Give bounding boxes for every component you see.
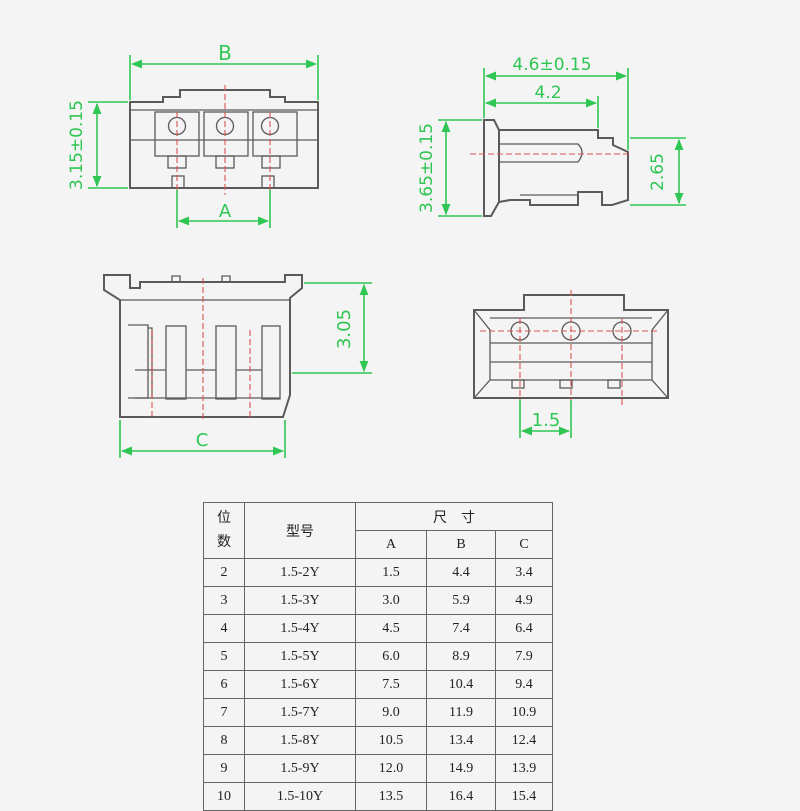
connector-drawing: B 3.15±0.15 A 4.6±0.15 4.2 3.65±0.15 2.6…	[67, 41, 686, 458]
table-cell-model: 1.5-8Y	[244, 726, 356, 755]
table-cell-model: 1.5-6Y	[244, 670, 356, 699]
header-col-c: C	[495, 530, 553, 559]
header-col-a: A	[355, 530, 427, 559]
table-cell-b: 8.9	[426, 642, 496, 671]
table-cell-b: 4.4	[426, 558, 496, 587]
table-cell-model: 1.5-7Y	[244, 698, 356, 727]
table-cell-a: 7.5	[355, 670, 427, 699]
table-header-row: 位 数 型号 尺 寸	[203, 502, 553, 559]
table-cell-model: 1.5-3Y	[244, 586, 356, 615]
header-positions: 位 数	[203, 502, 245, 559]
table-cell-positions: 5	[203, 642, 245, 671]
table-cell-b: 14.9	[426, 754, 496, 783]
table-cell-c: 4.9	[495, 586, 553, 615]
table-cell-model: 1.5-9Y	[244, 754, 356, 783]
table-cell-model: 1.5-5Y	[244, 642, 356, 671]
table-cell-a: 1.5	[355, 558, 427, 587]
table-cell-a: 9.0	[355, 698, 427, 727]
dim-bottom-height: 3.05	[334, 309, 355, 349]
table-cell-positions: 9	[203, 754, 245, 783]
dim-side-height: 3.65±0.15	[417, 123, 437, 213]
table-cell-c: 15.4	[495, 782, 553, 811]
table-cell-c: 3.4	[495, 558, 553, 587]
table-cell-b: 16.4	[426, 782, 496, 811]
table-cell-positions: 7	[203, 698, 245, 727]
dim-pitch: 1.5	[532, 410, 561, 431]
side-view: 4.6±0.15 4.2 3.65±0.15 2.65	[417, 55, 686, 217]
front-view: B 3.15±0.15 A	[67, 41, 319, 228]
table-cell-b: 11.9	[426, 698, 496, 727]
table-cell-positions: 2	[203, 558, 245, 587]
dim-bottom-width: C	[196, 430, 209, 451]
table-cell-b: 10.4	[426, 670, 496, 699]
dim-front-width: B	[218, 41, 232, 65]
bottom-view: 3.05 C	[103, 274, 372, 458]
table-subheader-row: A B C	[204, 530, 553, 559]
table-cell-b: 13.4	[426, 726, 496, 755]
table-cell-c: 13.9	[495, 754, 553, 783]
table-cell-b: 5.9	[426, 586, 496, 615]
table-cell-model: 1.5-10Y	[244, 782, 356, 811]
table-cell-positions: 6	[203, 670, 245, 699]
table-cell-a: 12.0	[355, 754, 427, 783]
table-cell-c: 6.4	[495, 614, 553, 643]
table-cell-c: 10.9	[495, 698, 553, 727]
table-cell-model: 1.5-4Y	[244, 614, 356, 643]
dim-side-overall: 4.6±0.15	[512, 55, 591, 75]
table-cell-a: 4.5	[355, 614, 427, 643]
table-cell-c: 12.4	[495, 726, 553, 755]
dim-side-step: 2.65	[648, 153, 668, 191]
table-cell-model: 1.5-2Y	[244, 558, 356, 587]
table-cell-c: 9.4	[495, 670, 553, 699]
header-size: 尺 寸	[355, 502, 553, 531]
dim-pin-span: A	[219, 201, 232, 222]
dim-front-height: 3.15±0.15	[67, 100, 87, 190]
header-col-b: B	[426, 530, 496, 559]
table-cell-positions: 4	[203, 614, 245, 643]
header-model: 型号	[244, 502, 356, 559]
table-cell-c: 7.9	[495, 642, 553, 671]
table-cell-positions: 10	[203, 782, 245, 811]
table-cell-a: 10.5	[355, 726, 427, 755]
table-cell-positions: 3	[203, 586, 245, 615]
table-cell-a: 13.5	[355, 782, 427, 811]
table-cell-positions: 8	[203, 726, 245, 755]
table-cell-a: 6.0	[355, 642, 427, 671]
dim-side-depth: 4.2	[534, 83, 561, 103]
table-cell-b: 7.4	[426, 614, 496, 643]
table-cell-a: 3.0	[355, 586, 427, 615]
top-view: 1.5	[473, 290, 669, 438]
